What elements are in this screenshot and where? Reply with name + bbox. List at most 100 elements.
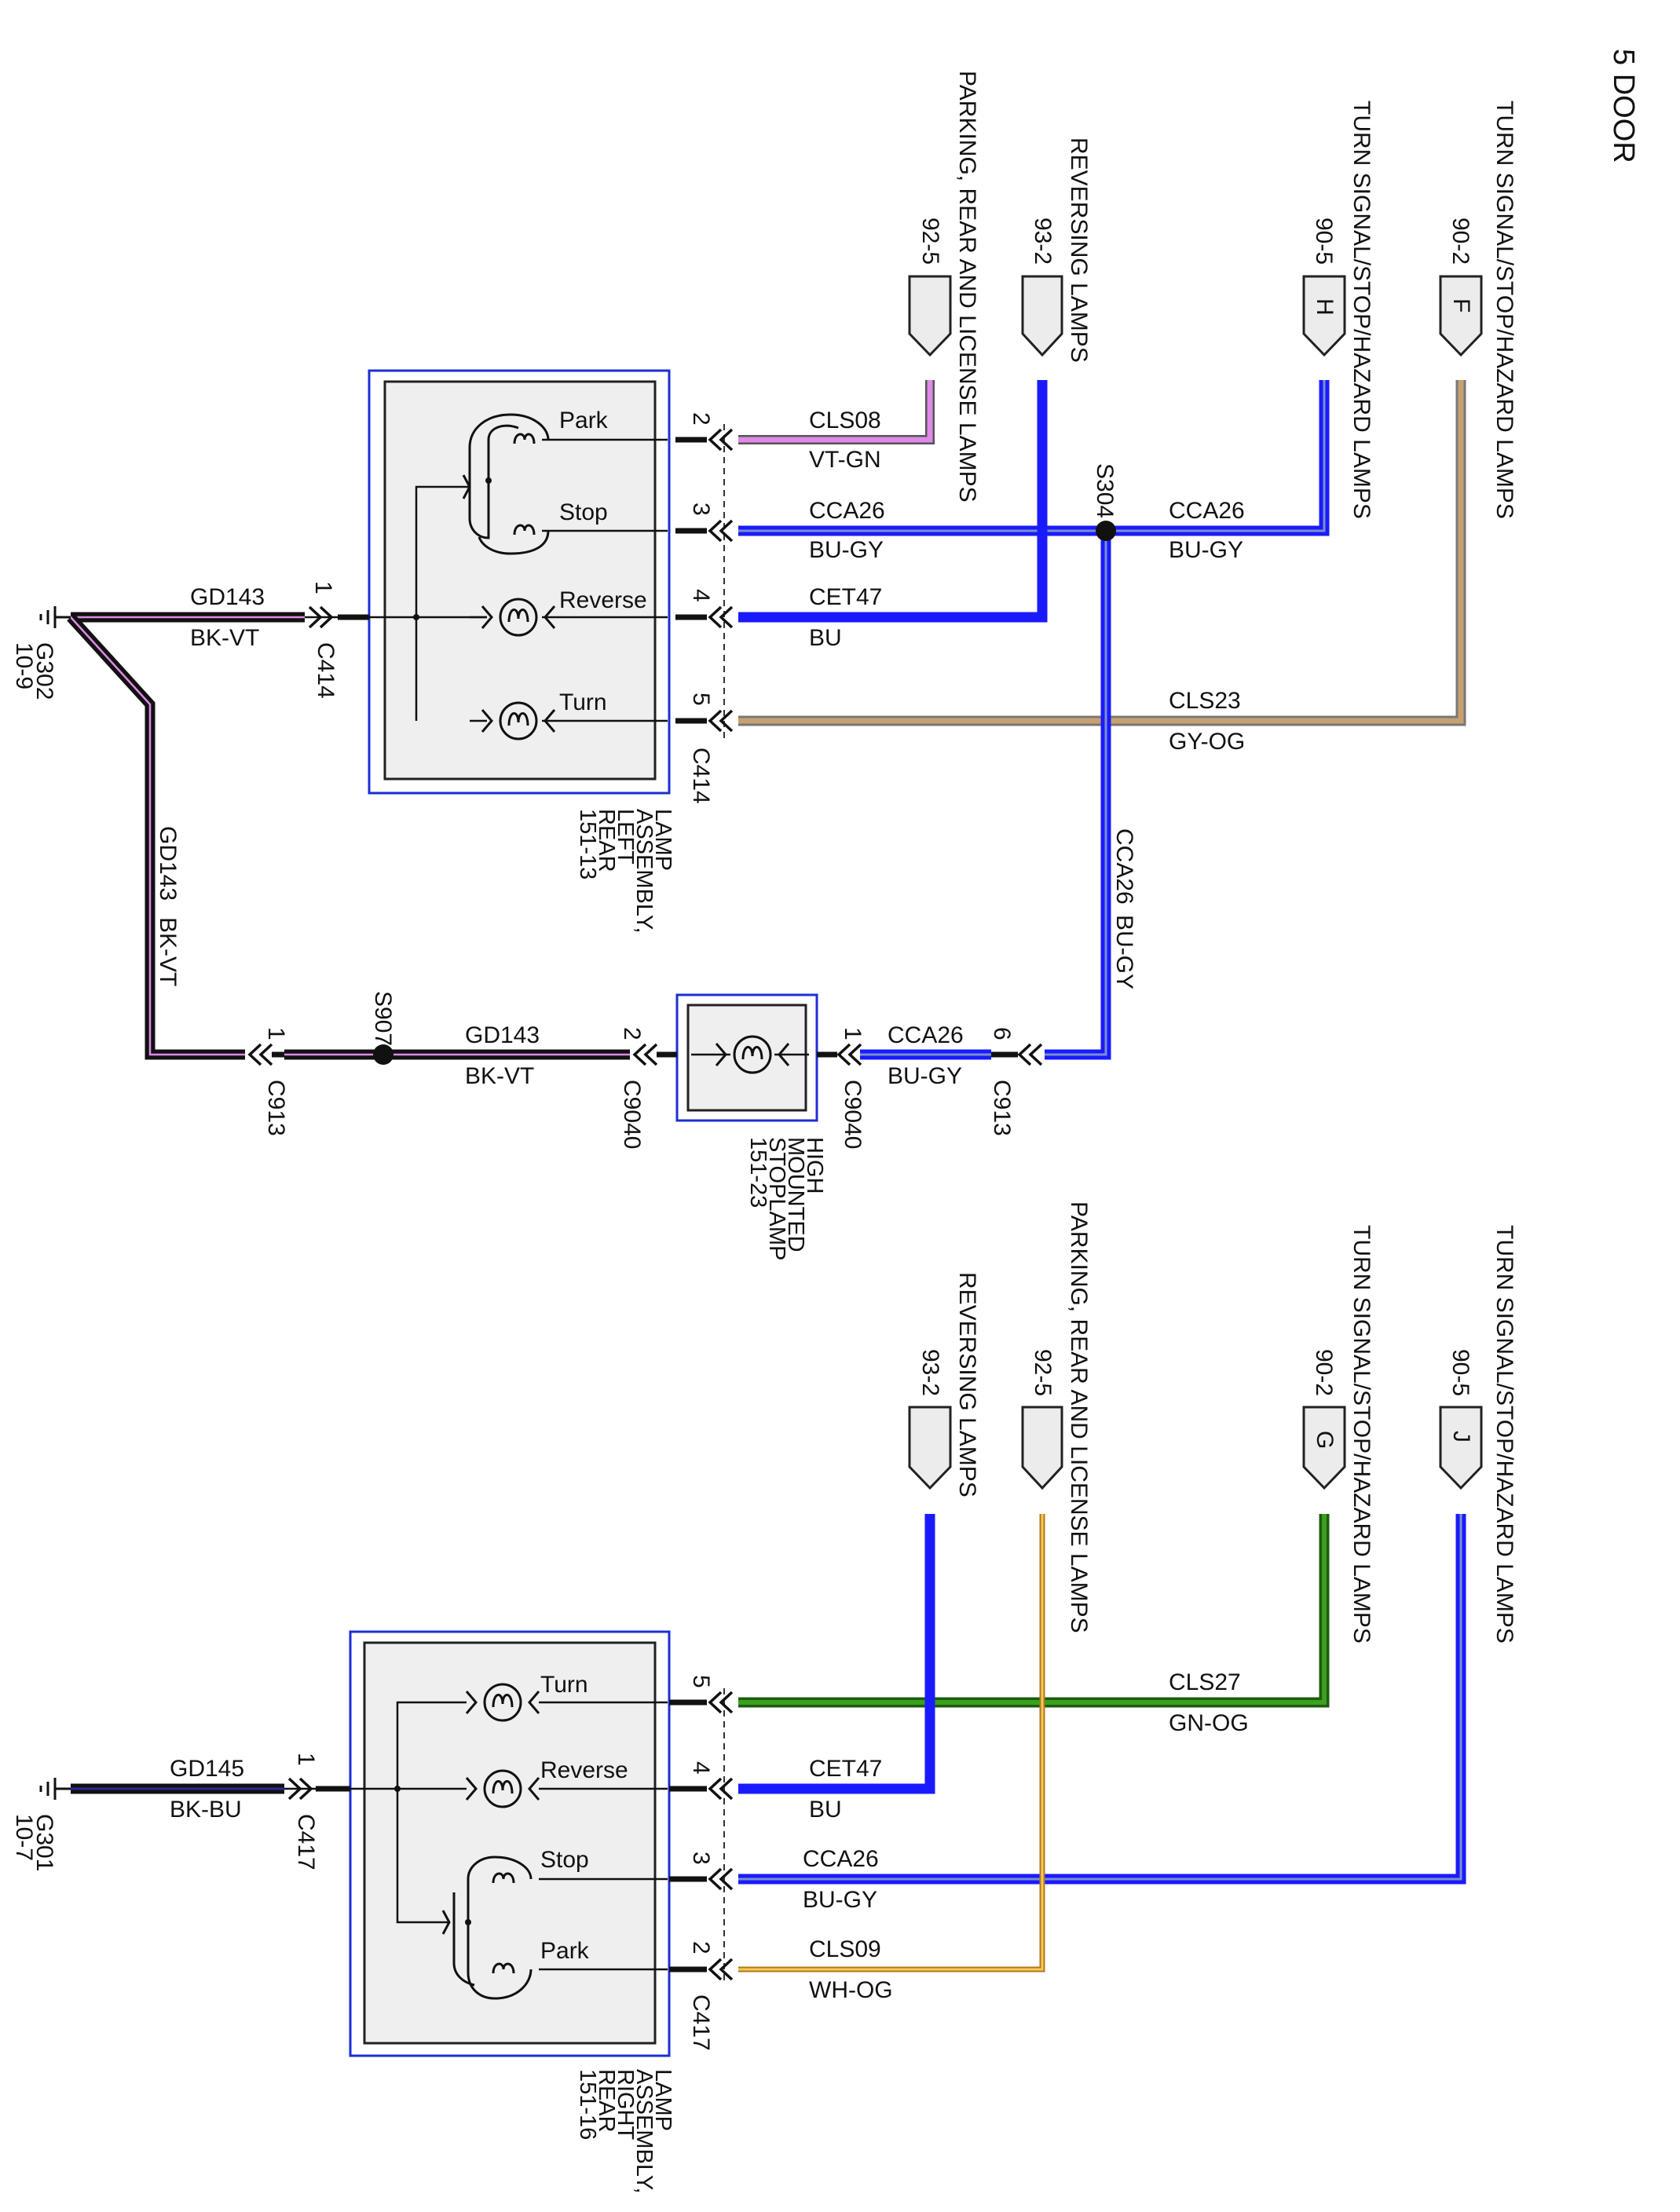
pin-label: 1: [293, 1753, 319, 1766]
source-ref: 92-5: [1030, 1349, 1056, 1396]
svg-text:151-13: 151-13: [575, 809, 600, 879]
svg-text:LAMP: LAMP: [650, 2069, 675, 2131]
wire-cet47-right: [738, 1514, 935, 1794]
connector-c414-ground: 1 C414: [308, 581, 369, 699]
source-pin: G: [1312, 1431, 1338, 1449]
pin-label: 2: [688, 1941, 714, 1954]
connector-label: C9040: [619, 1080, 645, 1149]
wire-color-label: GY-OG: [1169, 729, 1245, 755]
source-pin: H: [1312, 298, 1338, 316]
source-label: TURN SIGNAL/STOP/HAZARD LAMPS: [1492, 1225, 1517, 1643]
source-ref: 90-2: [1311, 1349, 1337, 1396]
hmsl-assembly: HIGH MOUNTED STOPLAMP 151-23: [675, 993, 827, 1260]
wire-color-label: BK-VT: [155, 917, 181, 986]
svg-text:STOPLAMP: STOPLAMP: [764, 1137, 789, 1260]
ground-id: G301: [31, 1814, 57, 1871]
wire-color-label: BU-GY: [803, 1887, 877, 1913]
ground-g302: G302 10-9: [11, 605, 71, 700]
wire-circuit-label: CLS08: [809, 408, 881, 433]
pin-label: 3: [688, 1852, 714, 1865]
ground-ref: 10-7: [11, 1814, 37, 1861]
wire-cca26-right: [738, 1514, 1466, 1885]
pin-label: 5: [688, 1675, 714, 1688]
connector-label: C414: [313, 642, 339, 699]
splice-label: S907: [370, 991, 396, 1046]
bulb-label-stop: Stop: [540, 1847, 589, 1873]
pin-label: 5: [688, 693, 714, 706]
wire-color-label: BK-VT: [465, 1063, 534, 1089]
wire-color-label: BU: [809, 625, 842, 651]
source-label: PARKING, REAR AND LICENSE LAMPS: [954, 71, 980, 503]
wire-cls09: [738, 1514, 1045, 1973]
svg-text:REAR: REAR: [594, 809, 619, 872]
pin-label: 4: [688, 589, 714, 602]
component-label: LAMP ASSEMBLY, RIGHT REAR 151-16: [575, 2069, 675, 2194]
source-ref: 92-5: [917, 218, 943, 265]
wire-circuit-label: CLS23: [1169, 688, 1241, 714]
wire-circuit-label: CET47: [809, 1756, 882, 1782]
source-right-park: 92-5 PARKING, REAR AND LICENSE LAMPS: [1021, 1201, 1092, 1633]
component-label: LAMP ASSEMBLY, LEFT REAR 151-13: [575, 809, 675, 934]
source-left-stop: H 90-5 TURN SIGNAL/STOP/HAZARD LAMPS: [1302, 101, 1374, 519]
connector-label: C9040: [840, 1080, 866, 1149]
svg-text:LEFT: LEFT: [613, 809, 638, 865]
wire-cls23: [738, 380, 1466, 726]
bulb-label-turn: Turn: [559, 689, 607, 715]
wire-color-label: BU-GY: [888, 1063, 962, 1089]
page-title: 5 DOOR: [1607, 49, 1640, 163]
connector-label: C913: [263, 1080, 289, 1136]
connector-label: C913: [989, 1080, 1015, 1136]
ground-id: G302: [31, 642, 57, 700]
svg-text:REAR: REAR: [594, 2069, 619, 2133]
source-label: REVERSING LAMPS: [1066, 137, 1092, 363]
pin-label: 2: [619, 1027, 645, 1040]
pin-label: 4: [688, 1761, 714, 1775]
bulb-label-park: Park: [540, 1938, 590, 1964]
svg-text:HIGH: HIGH: [802, 1137, 827, 1194]
wire-gd143-vertical: [67, 613, 245, 1060]
wire-circuit-label: CLS27: [1169, 1669, 1241, 1695]
source-ref: 90-5: [1448, 1349, 1473, 1396]
wire-cls08: [738, 380, 935, 444]
pin-label: 3: [688, 503, 714, 516]
wire-color-label: WH-OG: [809, 1977, 893, 2003]
connector-c913-in: 6 C913: [989, 1027, 1043, 1136]
splice-label: S304: [1092, 463, 1118, 518]
source-label: REVERSING LAMPS: [954, 1272, 980, 1497]
source-label: TURN SIGNAL/STOP/HAZARD LAMPS: [1349, 1225, 1374, 1643]
wire-color-label: BK-VT: [190, 625, 259, 651]
wire-circuit-label: CCA26: [803, 1846, 879, 1872]
source-left-park: 92-5 PARKING, REAR AND LICENSE LAMPS: [908, 71, 980, 503]
pin-label: 2: [688, 412, 714, 426]
wire-color-label: BU-GY: [1111, 915, 1137, 989]
connector-c417-inputs: 5 4 3 2 C417: [669, 1675, 734, 2051]
wire-color-label: BU-GY: [1169, 537, 1243, 563]
wire-cet47-left: [738, 380, 1048, 623]
connector-c913-out: 1 C913: [248, 1027, 289, 1136]
left-lamp-assembly: Park Stop Reverse Turn LAMP ASSEMBLY, LE…: [305, 369, 675, 934]
wire-color-label: VT-GN: [809, 447, 881, 473]
wire-color-label: BU: [809, 1797, 842, 1823]
svg-text:151-23: 151-23: [745, 1137, 770, 1208]
connector-c414-inputs: 2 3 4 5 C414: [675, 412, 734, 804]
wire-circuit-label: CCA26: [809, 498, 885, 524]
wire-labels: CLS08 VT-GN CCA26 BU-GY CCA26 BU-GY CET4…: [155, 408, 1249, 2003]
bulb-label-park: Park: [559, 408, 609, 433]
source-right-reverse: 93-2 REVERSING LAMPS: [908, 1272, 980, 1497]
source-ref: 93-2: [1030, 218, 1056, 265]
source-label: PARKING, REAR AND LICENSE LAMPS: [1066, 1201, 1092, 1633]
right-lamp-assembly: Turn Reverse Stop Park LAMP ASSEMBLY, RI…: [284, 1630, 675, 2194]
wire-circuit-label: CCA26: [888, 1022, 964, 1048]
wire-circuit-label: CLS09: [809, 1936, 881, 1962]
source-label: TURN SIGNAL/STOP/HAZARD LAMPS: [1492, 101, 1517, 519]
wire-color-label: BK-BU: [170, 1797, 242, 1823]
wire-circuit-label: CET47: [809, 584, 882, 610]
svg-text:ASSEMBLY,: ASSEMBLY,: [631, 809, 657, 934]
source-pin: F: [1448, 298, 1474, 313]
source-ref: 93-2: [917, 1349, 943, 1396]
wire-cca26-feed: [1106, 380, 1330, 536]
source-pin: J: [1448, 1431, 1474, 1442]
source-label: TURN SIGNAL/STOP/HAZARD LAMPS: [1349, 101, 1374, 519]
bulb-label-stop: Stop: [559, 499, 608, 525]
